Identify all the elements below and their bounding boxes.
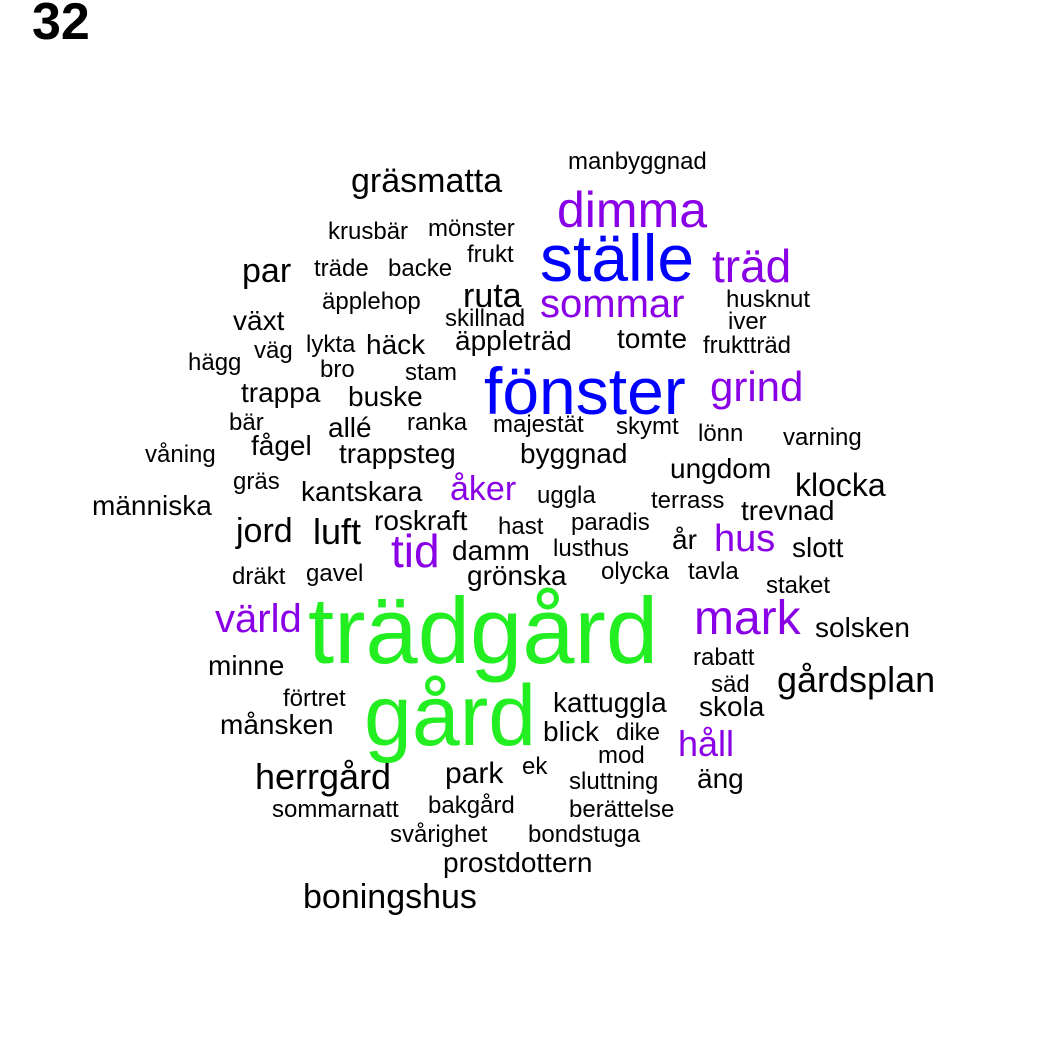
word-skola: skola	[699, 691, 765, 722]
word-backe: backe	[388, 255, 453, 282]
word-ek: ek	[522, 753, 548, 780]
word-ar: år	[672, 524, 697, 555]
word-mark: mark	[694, 592, 801, 645]
word-uggla: uggla	[537, 482, 596, 509]
word-trevnad: trevnad	[741, 495, 835, 526]
word-bar: bär	[229, 409, 264, 436]
word-roskraft: roskraft	[374, 505, 468, 536]
word-fagel: fågel	[251, 430, 312, 461]
figure-number: 32	[32, 0, 90, 51]
word-terrass: terrass	[651, 487, 725, 514]
word-iver: iver	[728, 308, 767, 335]
word-stalle: ställe	[540, 221, 695, 295]
word-gardsplan: gårdsplan	[777, 659, 936, 700]
word-tomte: tomte	[617, 323, 688, 354]
word-hall: håll	[678, 723, 735, 764]
word-manbyggnad: manbyggnad	[568, 148, 707, 175]
word-gavel: gavel	[306, 560, 364, 587]
word-mansken: månsken	[220, 709, 334, 740]
word-hus: hus	[714, 518, 776, 560]
word-hast: hast	[498, 513, 544, 540]
word-fonster: fönster	[484, 354, 686, 428]
word-appletrad: äppleträd	[455, 325, 572, 356]
word-prostdottern: prostdottern	[443, 847, 593, 878]
word-dimma: dimma	[557, 182, 708, 238]
word-gronska: grönska	[467, 560, 567, 591]
word-buske: buske	[348, 381, 423, 412]
word-gard: gård	[364, 668, 537, 764]
word-jord: jord	[236, 512, 293, 550]
word-skillnad: skillnad	[445, 305, 526, 332]
word-ruta: ruta	[463, 277, 522, 315]
word-vag: väg	[254, 337, 293, 364]
word-varning: varning	[783, 424, 862, 451]
word-kattuggla: kattuggla	[553, 687, 667, 718]
word-hack: häck	[366, 329, 426, 360]
word-monster: mönster	[428, 215, 515, 242]
word-sommar: sommar	[540, 282, 685, 326]
word-majestat: majestät	[493, 411, 584, 438]
word-krusbar: krusbär	[328, 218, 409, 245]
word-lonn: lönn	[698, 420, 744, 447]
word-alle: allé	[328, 412, 372, 443]
word-klocka: klocka	[795, 467, 886, 503]
word-slott: slott	[792, 532, 844, 563]
word-paradis: paradis	[571, 509, 650, 536]
word-bakgard: bakgård	[428, 792, 515, 819]
word-bondstuga: bondstuga	[528, 821, 641, 848]
word-damm: damm	[452, 535, 530, 566]
word-dike: dike	[616, 719, 661, 746]
word-husknut: husknut	[726, 286, 811, 313]
word-blick: blick	[543, 716, 600, 747]
word-byggnad: byggnad	[520, 438, 628, 469]
word-grasmatta: gräsmatta	[351, 162, 503, 200]
word-bro: bro	[320, 356, 355, 383]
word-tid: tid	[391, 525, 440, 577]
word-vaxt: växt	[233, 305, 285, 336]
word-sluttning: sluttning	[569, 768, 659, 795]
word-trade: träde	[314, 255, 369, 282]
word-luft: luft	[313, 511, 362, 552]
word-aker: åker	[450, 470, 517, 508]
word-rabatt: rabatt	[693, 644, 755, 671]
word-ranka: ranka	[407, 409, 468, 436]
word-skymt: skymt	[616, 413, 679, 440]
word-drakt: dräkt	[232, 563, 286, 590]
word-minne: minne	[208, 650, 285, 681]
word-sad: säd	[711, 671, 750, 698]
word-herrgard: herrgård	[255, 756, 392, 797]
word-par: par	[242, 252, 292, 290]
word-ungdom: ungdom	[670, 453, 772, 484]
word-tavla: tavla	[688, 558, 739, 585]
word-park: park	[445, 757, 504, 790]
word-berattelse: berättelse	[569, 796, 675, 823]
word-frukt: frukt	[467, 241, 514, 268]
word-trappsteg: trappsteg	[339, 438, 456, 469]
word-grind: grind	[710, 363, 804, 410]
word-manniska: människa	[92, 490, 212, 521]
word-solsken: solsken	[815, 612, 910, 643]
word-boningshus: boningshus	[303, 878, 477, 916]
word-applehop: äpplehop	[322, 288, 421, 315]
word-hagg: hägg	[188, 349, 242, 376]
word-lusthus: lusthus	[553, 535, 630, 562]
word-olycka: olycka	[601, 558, 670, 585]
word-sommarnatt: sommarnatt	[272, 796, 399, 823]
word-vaning: våning	[145, 441, 216, 468]
word-stam: stam	[405, 359, 458, 386]
word-lykta: lykta	[306, 331, 356, 358]
word-tradgard: trädgård	[308, 578, 659, 683]
word-mod: mod	[598, 742, 645, 769]
word-varld: värld	[215, 597, 302, 641]
word-ang: äng	[697, 763, 744, 794]
word-gras: gräs	[233, 468, 280, 495]
word-trad: träd	[712, 240, 792, 292]
word-trappa: trappa	[241, 377, 321, 408]
word-fortret: förtret	[283, 685, 346, 712]
word-staket: staket	[766, 572, 831, 599]
word-kantskara: kantskara	[301, 476, 423, 507]
word-svarighet: svårighet	[390, 821, 488, 848]
word-frukttrad: fruktträd	[703, 332, 792, 359]
